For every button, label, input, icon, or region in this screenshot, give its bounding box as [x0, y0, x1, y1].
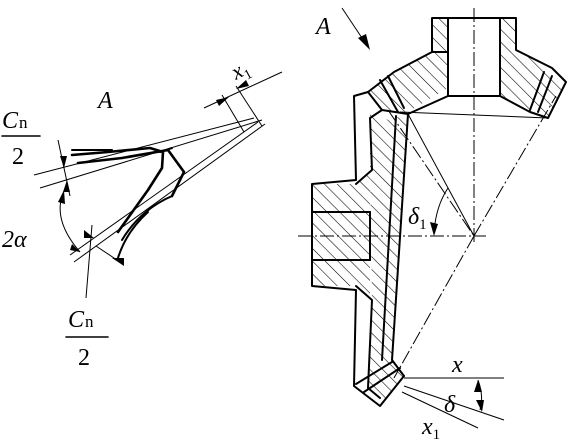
- offset-x1-label: x1: [421, 414, 440, 439]
- half-pitch-top-denominator: 2: [12, 144, 24, 170]
- gear-hub-hatch: [312, 170, 370, 300]
- view-arrow-label-a: A: [314, 14, 331, 40]
- cn-bottom-tick: [95, 245, 121, 263]
- pinion-hatch-right: [500, 18, 566, 116]
- gear-tooth-tip-lower: [355, 361, 393, 385]
- pinion-tooth-face-left: [379, 79, 399, 113]
- cn-bottom-arrow-1: [84, 230, 94, 238]
- pinion-tooth-face-left-2: [387, 75, 405, 109]
- reference-line-lower: [73, 123, 266, 263]
- cn-top-arrow-2: [63, 180, 70, 192]
- x1-extension-right: [235, 85, 263, 127]
- gear-outline-inner-lower: [355, 285, 381, 399]
- angle-arc: [59, 195, 81, 253]
- tooth-root-curve: [117, 211, 149, 259]
- pinion-tooth-face-right: [529, 71, 545, 111]
- x1-arrow-right: [236, 80, 249, 89]
- offset-x1-line: [401, 391, 479, 429]
- reference-line-middle: [33, 117, 255, 176]
- view-arrow-head: [358, 34, 370, 50]
- pitch-cone-line-upper: [387, 109, 475, 237]
- offset-slant-line: [403, 385, 505, 421]
- tooth-flank-curve-lower: [121, 195, 173, 241]
- half-pitch-bottom-numerator: Cn: [68, 307, 94, 333]
- gear-tooth-root-line: [391, 359, 405, 377]
- angle-arc-arrow-bottom: [70, 244, 80, 252]
- half-pitch-top-numerator: Cn: [2, 108, 28, 134]
- tooth-profile-left: [70, 146, 165, 234]
- angle-label-2alpha: 2α: [2, 227, 27, 253]
- detail-view-a: A x1 Cn 2 2α Cn 2: [1, 54, 283, 371]
- pitch-cone-line-lower: [393, 235, 475, 379]
- half-pitch-bottom-denominator: 2: [78, 345, 90, 371]
- angle-arc-arrow-top: [58, 190, 65, 204]
- reference-line-lower-2: [69, 121, 259, 256]
- x1-extension-left: [221, 94, 245, 133]
- gear-section-view: A: [298, 7, 567, 439]
- offset-angle-arrow-bottom: [476, 400, 484, 412]
- offset-x-label: x: [451, 352, 463, 378]
- x1-arrow-left: [216, 97, 229, 106]
- cn-top-arrow-1: [60, 156, 67, 168]
- gear-tooth-front-line: [381, 115, 397, 361]
- tooth-top-edge: [159, 147, 173, 153]
- gear-tooth-tip-lower-2: [363, 367, 401, 393]
- shift-label-x1: x1: [226, 54, 255, 88]
- tooth-profile-upper: [76, 148, 186, 198]
- cone-generator-line: [407, 113, 475, 237]
- cn-bottom-arrow-2: [112, 258, 124, 266]
- section-label-a: A: [96, 88, 113, 114]
- pitch-angle-label: δ1: [408, 204, 427, 233]
- pitch-angle-arrow: [430, 222, 438, 236]
- pitch-cone-line-right: [473, 95, 557, 237]
- pinion-cone-line: [399, 111, 549, 119]
- pinion-tooth-face-right-2: [537, 75, 553, 113]
- gear-tooth-back-cone: [391, 113, 409, 361]
- gear-outline-outer: [311, 91, 405, 407]
- gear-outline-inner: [355, 109, 383, 185]
- offset-delta-label: δ: [444, 392, 456, 418]
- offset-angle-arrow-top: [474, 380, 482, 392]
